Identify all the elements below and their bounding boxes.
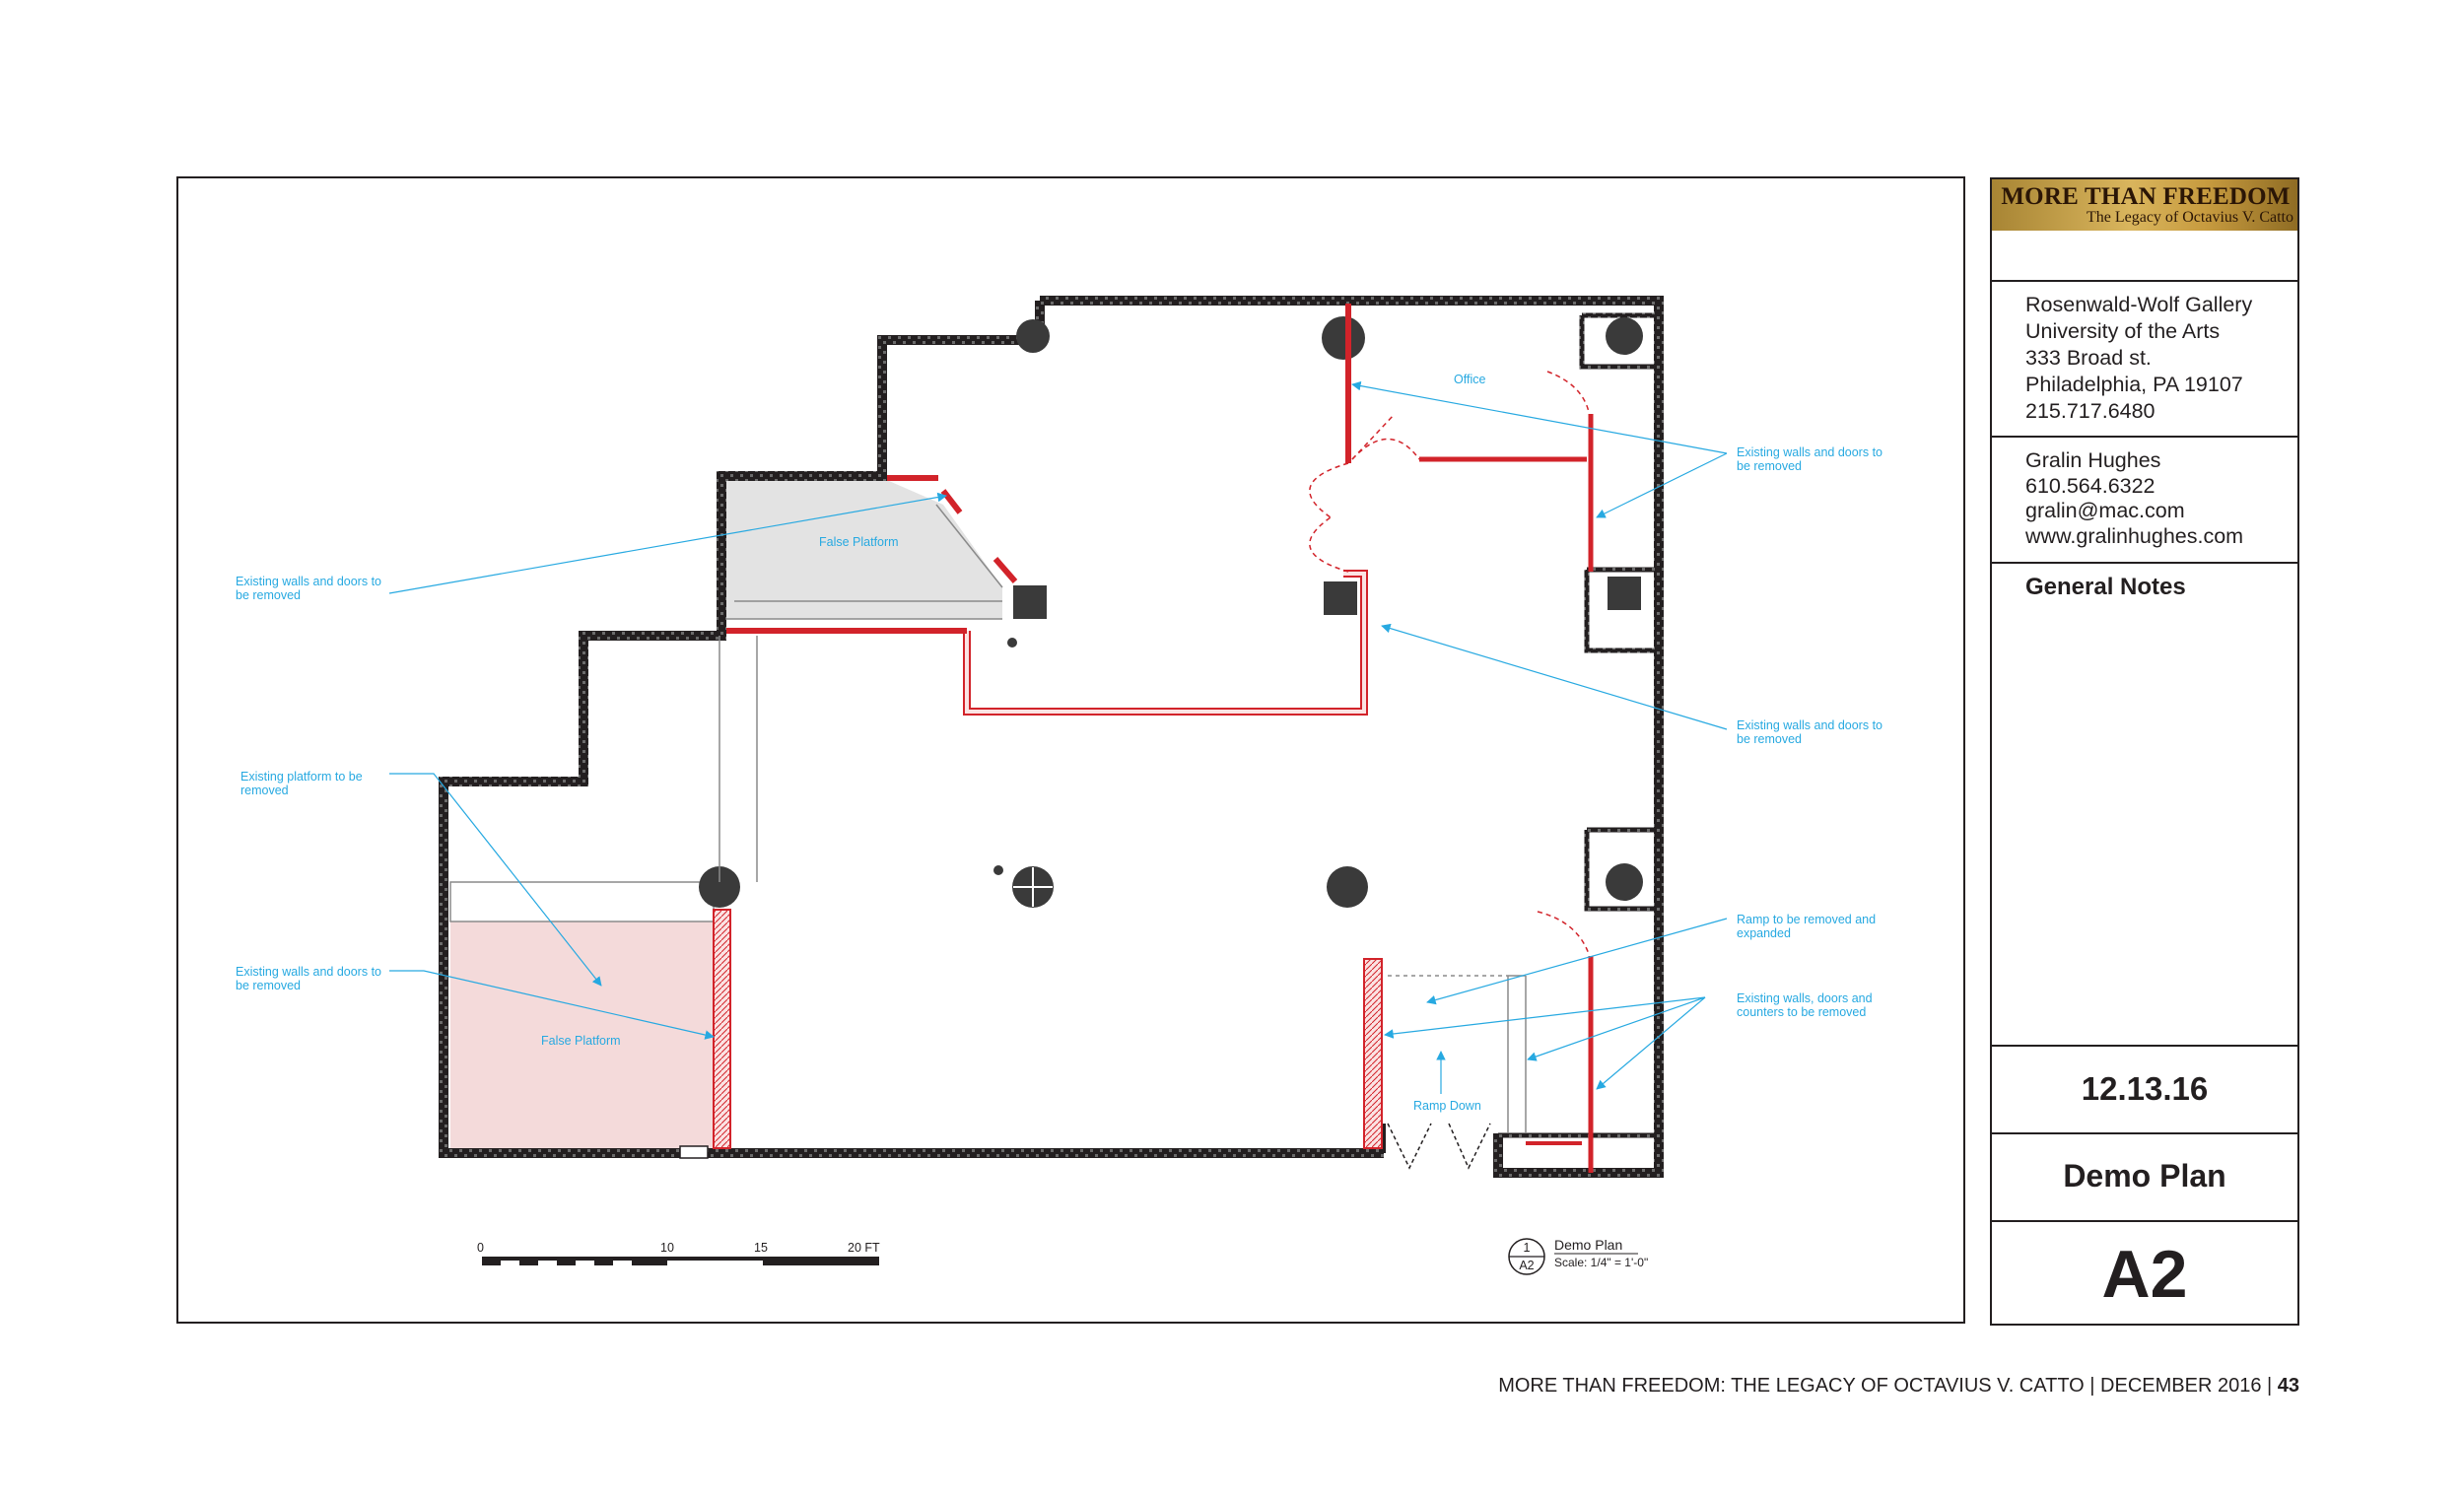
ramp-down-label: Ramp Down (1413, 1099, 1481, 1113)
false-platform-lower (450, 921, 714, 1148)
gallery-address: Rosenwald-Wolf Gallery University of the… (2025, 292, 2252, 425)
general-notes-heading: General Notes (2025, 574, 2186, 600)
note-right-walls-1a: Existing walls and doors to (1737, 445, 1882, 459)
note-left-platform-a: Existing platform to be (240, 770, 363, 784)
sheet-name: Demo Plan (2063, 1158, 2226, 1194)
office-label: Office (1454, 373, 1485, 386)
banner-subtitle: The Legacy of Octavius V. Catto (2086, 209, 2293, 226)
tb-divider (1992, 280, 2297, 282)
designer-contact: Gralin Hughes 610.564.6322 gralin@mac.co… (2025, 448, 2243, 549)
project-banner: MORE THAN FREEDOM The Legacy of Octavius… (1992, 179, 2297, 231)
columns (699, 316, 1643, 908)
view-number: 1 (1524, 1241, 1531, 1255)
scale-bar: 0 10 15 20 FT (477, 1241, 880, 1265)
address-line: University of the Arts (2025, 319, 2221, 343)
exterior-walls (439, 296, 1664, 1178)
note-ramp-b: expanded (1737, 926, 1791, 940)
view-title: Demo Plan (1554, 1237, 1622, 1253)
note-left-walls-1b: be removed (236, 588, 301, 602)
demo-walls (713, 304, 1594, 1173)
tb-divider (1992, 1220, 2297, 1222)
tb-divider (1992, 1045, 2297, 1047)
thin-outlines (719, 504, 1527, 1133)
scale-tick-0: 0 (477, 1241, 484, 1255)
drawing-frame (176, 176, 1965, 1324)
scale-tick-20: 20 FT (848, 1241, 880, 1255)
address-line: 215.717.6480 (2025, 399, 2156, 423)
note-counters-b: counters to be removed (1737, 1005, 1866, 1019)
note-right-walls-2b: be removed (1737, 732, 1802, 746)
contact-line: 610.564.6322 (2025, 473, 2156, 498)
address-line: Philadelphia, PA 19107 (2025, 373, 2243, 396)
note-counters-a: Existing walls, doors and (1737, 991, 1873, 1005)
entry-door (1387, 1123, 1491, 1170)
false-platform-lower-label: False Platform (541, 1034, 621, 1048)
view-tag: 1 A2 Demo Plan Scale: 1/4" = 1'-0" (1508, 1237, 1648, 1275)
title-block: MORE THAN FREEDOM The Legacy of Octavius… (1990, 177, 2299, 1326)
tb-divider (1992, 562, 2297, 564)
platform-step (449, 881, 715, 922)
false-platform-upper-label: False Platform (819, 535, 899, 549)
contact-line: gralin@mac.com (2025, 499, 2185, 522)
contact-line: www.gralinhughes.com (2025, 523, 2244, 548)
note-left-walls-2a: Existing walls and doors to (236, 965, 381, 979)
scale-tick-10: 10 (660, 1241, 674, 1255)
annotation-leaders (388, 380, 1728, 1094)
sheet-number: A2 (2101, 1237, 2188, 1312)
banner-title: MORE THAN FREEDOM (2001, 183, 2291, 210)
note-left-walls-1a: Existing walls and doors to (236, 575, 381, 588)
contact-line: Gralin Hughes (2025, 448, 2161, 472)
tb-divider (1992, 1132, 2297, 1134)
demo-doors (1309, 371, 1590, 955)
note-left-platform-b: removed (240, 784, 289, 797)
issue-date: 12.13.16 (2081, 1070, 2209, 1107)
note-right-walls-1b: be removed (1737, 459, 1802, 473)
note-left-walls-2b: be removed (236, 979, 301, 992)
page-footer: MORE THAN FREEDOM: THE LEGACY OF OCTAVIU… (1498, 1375, 2299, 1398)
note-right-walls-2a: Existing walls and doors to (1737, 718, 1882, 732)
address-line: Rosenwald-Wolf Gallery (2025, 293, 2253, 316)
view-sheet: A2 (1519, 1259, 1534, 1272)
annotation-labels: Office False Platform False Platform Ram… (236, 373, 1882, 1113)
tb-divider (1992, 436, 2297, 438)
page-number: 43 (2277, 1375, 2299, 1397)
false-platform-upper (726, 481, 1002, 619)
footer-text: MORE THAN FREEDOM: THE LEGACY OF OCTAVIU… (1498, 1375, 2273, 1397)
note-ramp-a: Ramp to be removed and (1737, 913, 1876, 926)
view-scale: Scale: 1/4" = 1'-0" (1554, 1256, 1648, 1269)
scale-tick-15: 15 (754, 1241, 768, 1255)
address-line: 333 Broad st. (2025, 346, 2152, 370)
